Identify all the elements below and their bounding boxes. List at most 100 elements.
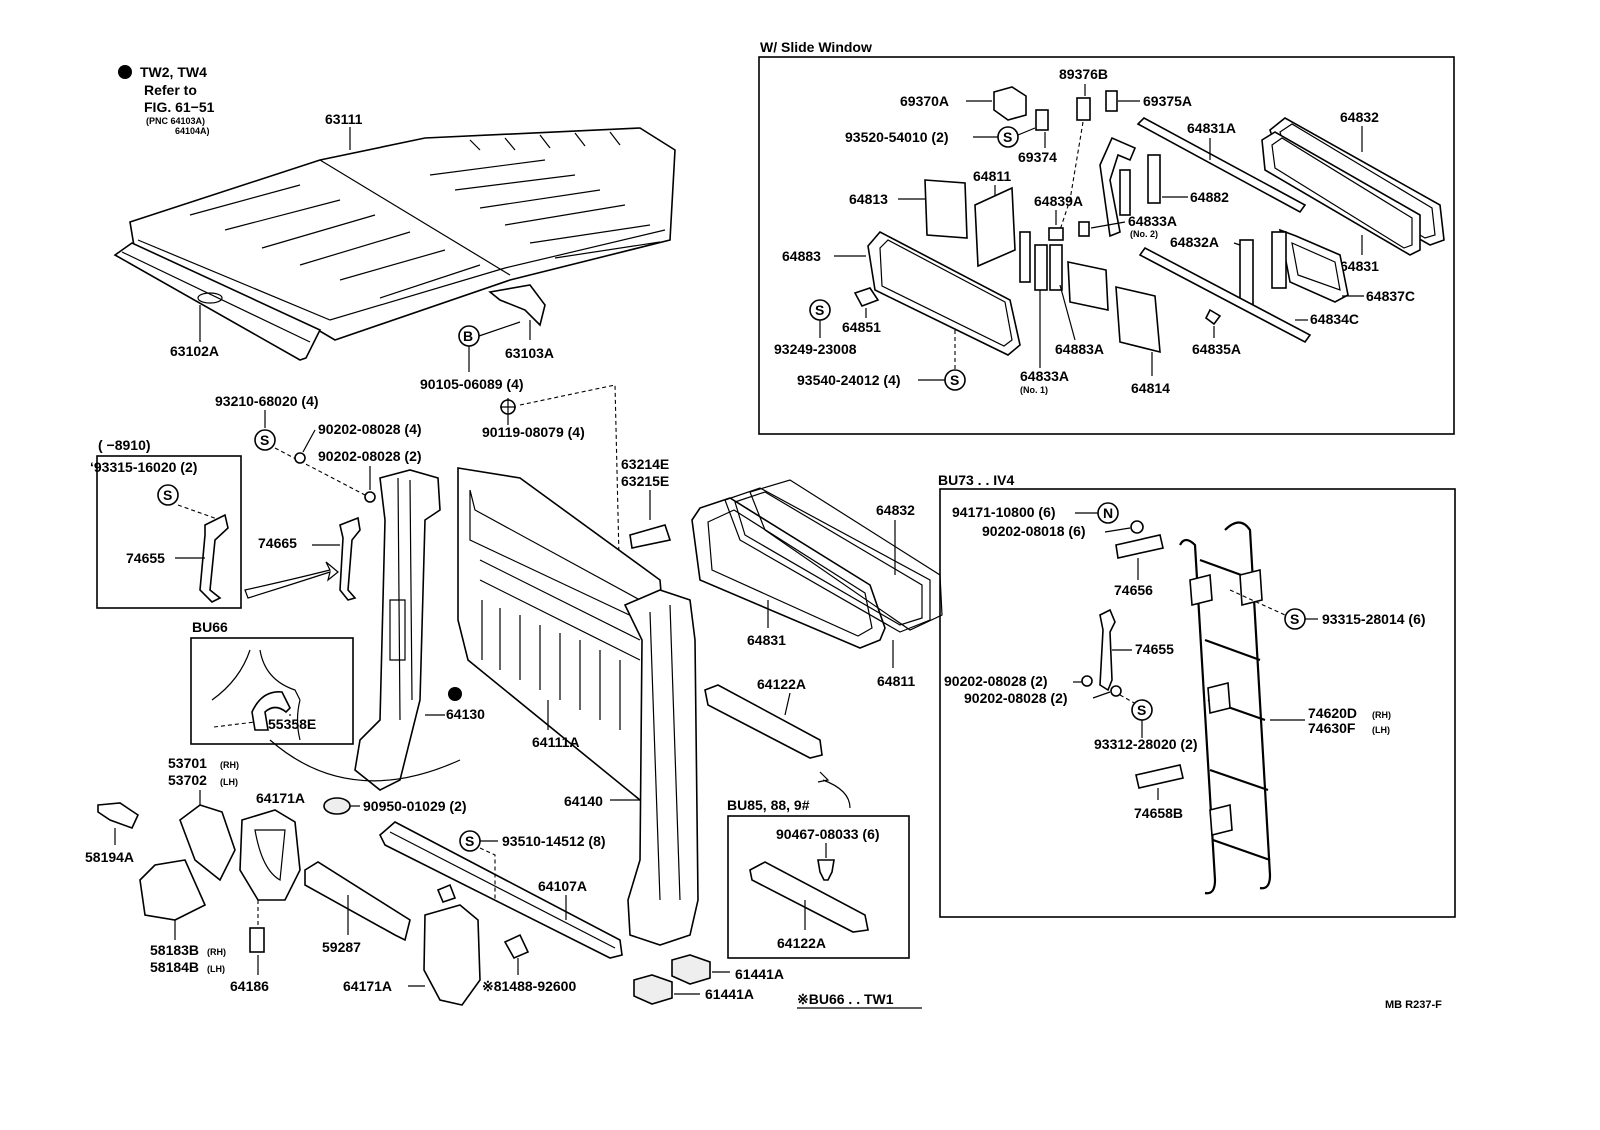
label-93540: 93540-24012 (4) <box>797 372 901 388</box>
block-61441A-2 <box>633 974 673 1005</box>
label-64811-sw: 64811 <box>973 168 1011 184</box>
label-64831-sw: 64831 <box>1340 258 1379 274</box>
channel-icon <box>1099 136 1137 238</box>
box-bu66: BU66 <box>190 619 354 745</box>
seal-strip <box>1049 244 1063 291</box>
seal-strip <box>1019 231 1031 283</box>
bracket-58194A <box>97 802 140 830</box>
label-64130: 64130 <box>446 706 485 722</box>
label-74665: 74665 <box>258 535 297 551</box>
part-69370A <box>993 86 1027 121</box>
part-64833A-no2 <box>1078 221 1090 237</box>
label-63111: 63111 <box>325 111 363 127</box>
lh-text: (LH) <box>220 777 238 787</box>
part-64839A <box>1048 227 1064 241</box>
washer-icon <box>1081 675 1093 687</box>
filled-dot-icon <box>448 687 462 701</box>
label-90105: 90105-06089 (4) <box>420 376 524 392</box>
label-90202-08018: 90202-08018 (6) <box>982 523 1086 539</box>
lh-text: (LH) <box>207 964 225 974</box>
tw-note: TW2, TW4 Refer to FIG. 61−51 (PNC 64103A… <box>118 64 215 136</box>
no2-text: (No. 2) <box>1130 229 1158 239</box>
s-symbol-icon <box>997 126 1019 148</box>
label-69370A: 69370A <box>900 93 949 109</box>
clip-81488 <box>503 933 530 960</box>
s-symbol-icon <box>944 369 966 391</box>
label-58194A: 58194A <box>85 849 134 865</box>
b-symbol-text: B <box>463 328 473 344</box>
label-90950: 90950-01029 (2) <box>363 798 467 814</box>
part-64835A <box>1204 308 1222 326</box>
clip-90119 <box>500 398 516 416</box>
label-90202-4: 90202-08028 (4) <box>318 421 422 437</box>
part-64851 <box>853 287 880 307</box>
fig-ref-text: FIG. 61−51 <box>144 99 215 115</box>
label-89376B: 89376B <box>1059 66 1108 82</box>
glass-pane <box>1067 261 1109 311</box>
label-64832-main: 64832 <box>876 502 915 518</box>
box-bu73-title: BU73 . . IV4 <box>938 472 1014 488</box>
part-64882 <box>1147 154 1161 204</box>
label-53702: 53702 <box>168 772 207 788</box>
label-64883: 64883 <box>782 248 821 264</box>
box-8910: ( −8910) <box>96 437 242 609</box>
arrow-icon <box>244 561 339 599</box>
label-63102A: 63102A <box>170 343 219 359</box>
washer-icon <box>1110 685 1122 697</box>
s-symbol-text: S <box>1290 611 1299 627</box>
s-symbol-text: S <box>950 372 959 388</box>
rh-text: (RH) <box>207 947 226 957</box>
lh-text: (LH) <box>1372 725 1390 735</box>
label-64839A: 64839A <box>1034 193 1083 209</box>
label-64834C: 64834C <box>1310 311 1359 327</box>
box-bu85: BU85, 88, 9# <box>727 797 910 959</box>
s-symbol-icon <box>254 429 276 451</box>
part-69374-bracket <box>1035 109 1049 131</box>
label-64171A-2: 64171A <box>343 978 392 994</box>
label-64833A-no1: 64833A <box>1020 368 1069 384</box>
ladder-74620D <box>1179 521 1272 895</box>
pnc-text-2: 64104A) <box>175 126 210 136</box>
box-8910-title: ( −8910) <box>98 437 151 453</box>
s-symbol-text: S <box>1137 702 1146 718</box>
no1-text: (No. 1) <box>1020 385 1048 395</box>
plate-74658B <box>1135 764 1184 789</box>
rail-64122A-2 <box>749 861 869 933</box>
back-panel <box>457 467 666 801</box>
plate-74656 <box>1115 534 1164 559</box>
label-61441A-1: 61441A <box>735 966 784 982</box>
label-64122A-2: 64122A <box>777 935 826 951</box>
handle-74665 <box>339 516 361 601</box>
label-94171: 94171-10800 (6) <box>952 504 1056 520</box>
label-64811-main: 64811 <box>877 673 915 689</box>
s-symbol-text: S <box>260 432 269 448</box>
label-64833A-no2: 64833A <box>1128 213 1177 229</box>
slide-window-frame-64831 <box>1261 131 1421 256</box>
arrow-icon <box>817 771 851 809</box>
washer-icon <box>364 491 376 503</box>
label-63103A: 63103A <box>505 345 554 361</box>
seal-strip <box>1034 244 1048 291</box>
label-64883A: 64883A <box>1055 341 1104 357</box>
figure-code: MB R237-F <box>1385 999 1442 1011</box>
clip-90467 <box>817 859 835 881</box>
label-74656: 74656 <box>1114 582 1153 598</box>
label-64140: 64140 <box>564 793 603 809</box>
label-81488: ※81488-92600 <box>482 978 576 994</box>
label-58184B: 58184B <box>150 959 199 975</box>
rear-window-seal <box>749 479 943 631</box>
label-93312: 93312-28020 (2) <box>1094 736 1198 752</box>
bracket-58183B <box>139 859 207 921</box>
label-64814: 64814 <box>1131 380 1170 396</box>
seal-strip <box>1119 169 1131 216</box>
slide-window-outer-frame-64883 <box>867 230 1021 356</box>
roof-bracket <box>488 284 546 327</box>
s-symbol-text: S <box>163 487 172 503</box>
side-pillar <box>269 469 461 791</box>
rail-64834C <box>1138 246 1312 344</box>
label-64111A: 64111A <box>532 734 580 750</box>
label-69375A: 69375A <box>1143 93 1192 109</box>
label-59287: 59287 <box>322 939 361 955</box>
seal-strip <box>1271 231 1287 289</box>
box-slide-window-title: W/ Slide Window <box>760 39 872 55</box>
